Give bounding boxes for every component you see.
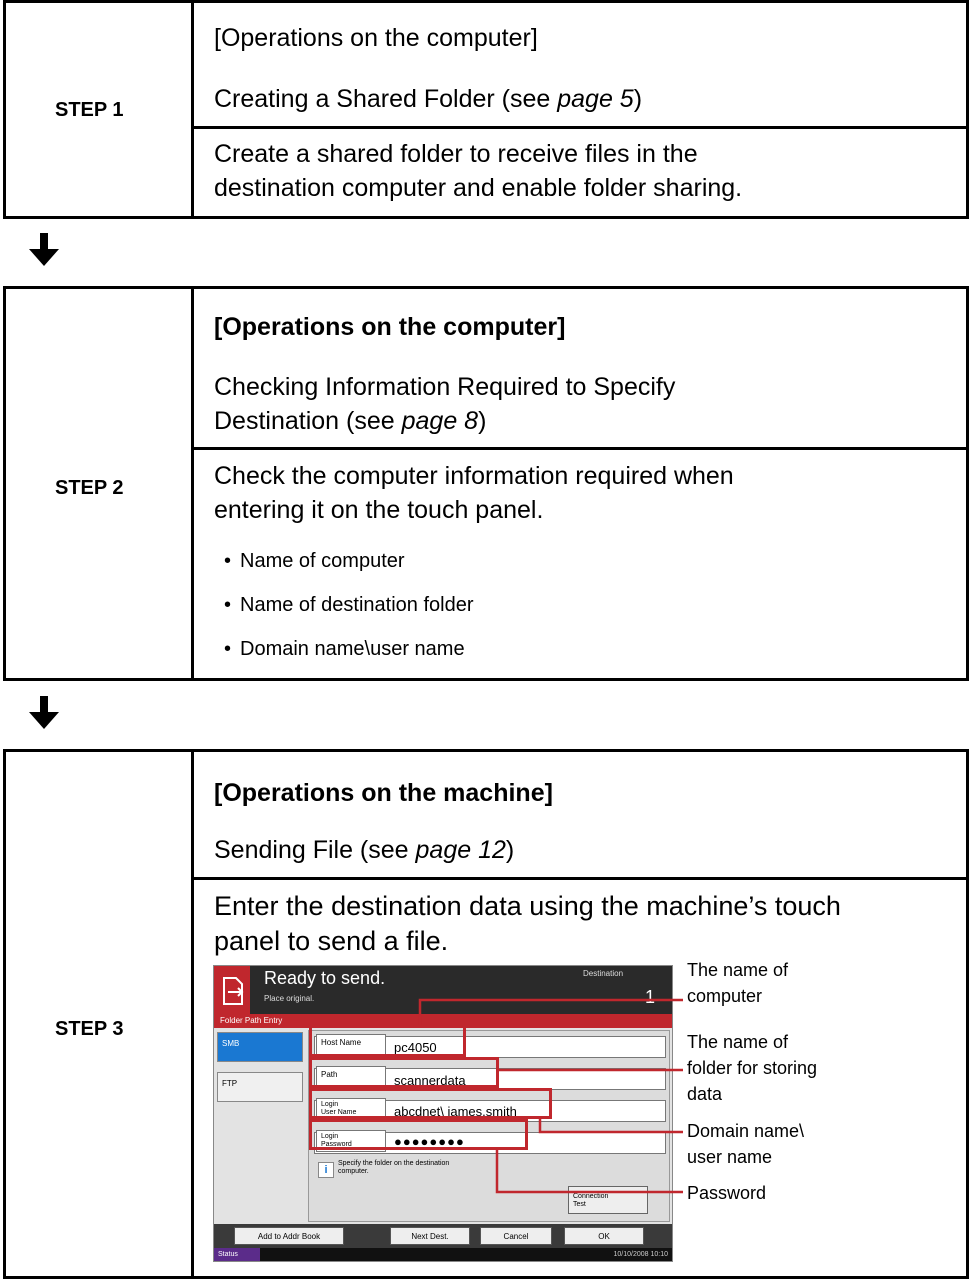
login-user-label-2: User Name <box>321 1109 357 1116</box>
step-2-title-text: Destination (see <box>214 407 402 435</box>
step-2-header: [Operations on the computer] <box>214 313 566 341</box>
step-3-title: Sending File (see page 12) <box>214 835 514 865</box>
step-3-title-suffix: ) <box>505 836 515 864</box>
path-value: scannerdata <box>394 1073 466 1088</box>
step-3-box: STEP 3 [Operations on the machine] Sendi… <box>3 749 969 1279</box>
panel-ready-text: Ready to send. <box>264 968 386 988</box>
step-3-content: [Operations on the machine] Sending File… <box>194 752 966 1276</box>
step-2-desc-2: entering it on the touch panel. <box>214 496 544 524</box>
step-2-label-cell: STEP 2 <box>6 289 194 678</box>
next-dest-button[interactable]: Next Dest. <box>390 1227 470 1245</box>
callout-folder: The name of folder for storing data <box>687 1029 817 1107</box>
login-user-label-1: Login <box>321 1101 339 1108</box>
down-arrow-icon <box>29 696 59 729</box>
panel-place-text: Place original. <box>264 994 315 1003</box>
host-name-value: pc4050 <box>394 1040 437 1055</box>
step-1-label-cell: STEP 1 <box>6 3 194 216</box>
step-2-bullet-1: Name of computer <box>224 550 405 573</box>
callout-domain: Domain name\ user name <box>687 1118 804 1170</box>
panel-destination-label: Destination <box>583 969 624 978</box>
panel-bottom-bar: Add to Addr Book Next Dest. Cancel OK <box>214 1224 672 1248</box>
step-1-title-text: Creating a Shared Folder (see <box>214 85 558 113</box>
callout-domain-2: user name <box>687 1147 773 1167</box>
login-password-highlight <box>309 1119 528 1150</box>
step-3-title-text: Sending File (see <box>214 836 416 864</box>
step-3-desc-1: Enter the destination data using the mac… <box>214 891 841 921</box>
step-3-label: STEP 3 <box>55 1018 124 1040</box>
down-arrow-icon <box>29 233 59 266</box>
callout-computer: The name of computer <box>687 957 788 1009</box>
step-2-bullet-2: Name of destination folder <box>224 594 473 617</box>
step-3-divider <box>194 877 966 880</box>
info-text-2: computer. <box>338 1168 369 1175</box>
login-password-value: ●●●●●●●● <box>394 1134 465 1149</box>
login-password-label: Login Password <box>316 1130 386 1152</box>
callout-computer-2: computer <box>687 986 763 1006</box>
step-2-box: STEP 2 [Operations on the computer] Chec… <box>3 286 969 681</box>
callout-folder-3: data <box>687 1084 723 1104</box>
step-3-page-link[interactable]: page 12 <box>415 836 506 864</box>
smb-tab[interactable]: SMB <box>217 1032 303 1062</box>
ok-button[interactable]: OK <box>564 1227 644 1245</box>
path-highlight <box>309 1057 499 1088</box>
conn-test-2: Test <box>573 1201 586 1208</box>
step-1-title: Creating a Shared Folder (see page 5) <box>214 84 642 114</box>
step-2-divider <box>194 447 966 450</box>
step-1-box: STEP 1 [Operations on the computer] Crea… <box>3 0 969 219</box>
callout-computer-1: The name of <box>687 960 789 980</box>
panel-top-bar: Ready to send. Place original. Destinati… <box>214 966 672 1014</box>
step-2-title-2: Destination (see page 8) <box>214 406 486 436</box>
conn-test-1: Connection <box>573 1193 609 1200</box>
step-2-label: STEP 2 <box>55 477 124 499</box>
step-2-desc-1: Check the computer information required … <box>214 462 734 490</box>
cancel-button[interactable]: Cancel <box>480 1227 552 1245</box>
step-1-content: [Operations on the computer] Creating a … <box>194 3 966 216</box>
host-name-highlight <box>309 1025 466 1057</box>
login-pw-label-2: Password <box>321 1141 352 1148</box>
step-3-header: [Operations on the machine] <box>214 779 553 807</box>
step-2-content: [Operations on the computer] Checking In… <box>194 289 966 678</box>
login-pw-label-1: Login <box>321 1133 339 1140</box>
ftp-tab[interactable]: FTP <box>217 1072 303 1102</box>
send-icon <box>214 966 250 1014</box>
step-1-label: STEP 1 <box>55 99 124 121</box>
callout-folder-1: The name of <box>687 1032 789 1052</box>
status-button[interactable]: Status <box>214 1248 260 1261</box>
step-2-bullet-3: Domain name\user name <box>224 638 465 661</box>
login-user-value: abcdnet\ james.smith <box>394 1104 517 1119</box>
step-2-title-suffix: ) <box>478 407 487 435</box>
login-user-highlight <box>309 1088 552 1119</box>
add-to-addr-book-button[interactable]: Add to Addr Book <box>234 1227 344 1245</box>
info-text: Specify the folder on the destination co… <box>338 1160 449 1176</box>
connection-test-button[interactable]: Connection Test <box>568 1186 648 1214</box>
step-1-desc-2: destination computer and enable folder s… <box>214 174 743 202</box>
step-1-desc-1: Create a shared folder to receive files … <box>214 140 698 168</box>
panel-destination-count: 1 <box>645 987 656 1007</box>
step-1-title-suffix: ) <box>633 85 643 113</box>
step-3-label-cell: STEP 3 <box>6 752 194 1276</box>
step-1-page-link[interactable]: page 5 <box>557 85 634 113</box>
callout-domain-1: Domain name\ <box>687 1121 805 1141</box>
step-1-header: [Operations on the computer] <box>214 24 538 52</box>
callout-folder-2: folder for storing <box>687 1058 818 1078</box>
step-3-desc-2: panel to send a file. <box>214 926 449 956</box>
step-2-page-link[interactable]: page 8 <box>401 407 479 435</box>
panel-status-bar: Status 10/10/2008 10:10 <box>214 1248 672 1261</box>
panel-datetime: 10/10/2008 10:10 <box>613 1251 669 1258</box>
step-1-divider <box>194 126 966 129</box>
info-icon: i <box>318 1162 334 1178</box>
info-text-1: Specify the folder on the destination <box>338 1160 450 1167</box>
step-2-title-1: Checking Information Required to Specify <box>214 373 676 401</box>
callout-password: Password <box>687 1183 767 1203</box>
